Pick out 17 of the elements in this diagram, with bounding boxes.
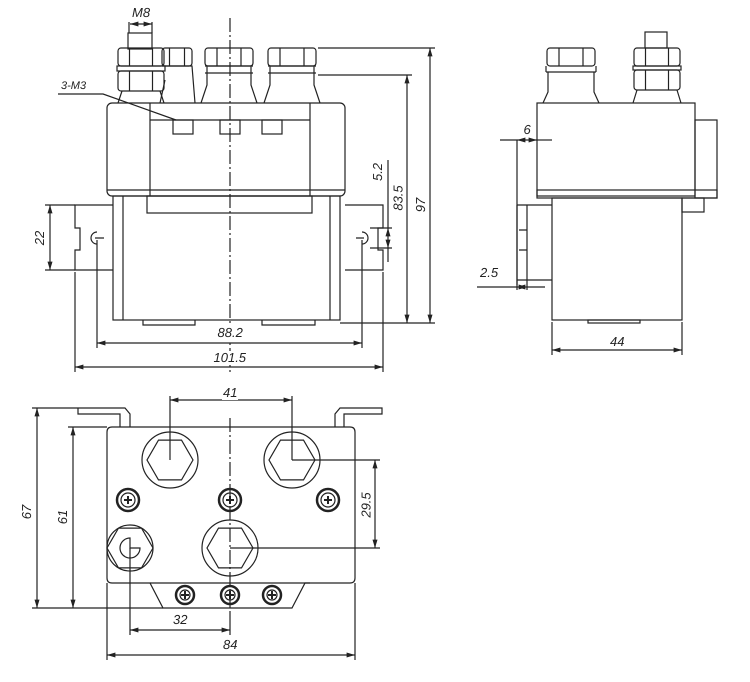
dimension-label: 44: [609, 335, 626, 349]
dimension-label: M8: [131, 6, 152, 20]
dimension-label: 67: [20, 504, 34, 520]
dimension-label: 88.2: [216, 326, 244, 340]
dimension-label: 6: [522, 123, 532, 137]
dimension-label: 5.2: [371, 162, 386, 182]
dimension-label: 97: [414, 196, 428, 214]
dimension-label: 61: [56, 508, 70, 526]
dimension-label: 32: [172, 613, 188, 627]
terminal-screw: [172, 119, 194, 135]
dimension-label: 101.5: [212, 351, 248, 365]
dimension-label: 84: [222, 638, 238, 652]
dimension-label: 83.5: [391, 184, 406, 212]
dimension-label: 41: [222, 386, 238, 400]
dimension-label: 29.5: [359, 491, 374, 519]
dimension-label: 2.5: [479, 266, 500, 280]
leader-line: [58, 93, 176, 121]
